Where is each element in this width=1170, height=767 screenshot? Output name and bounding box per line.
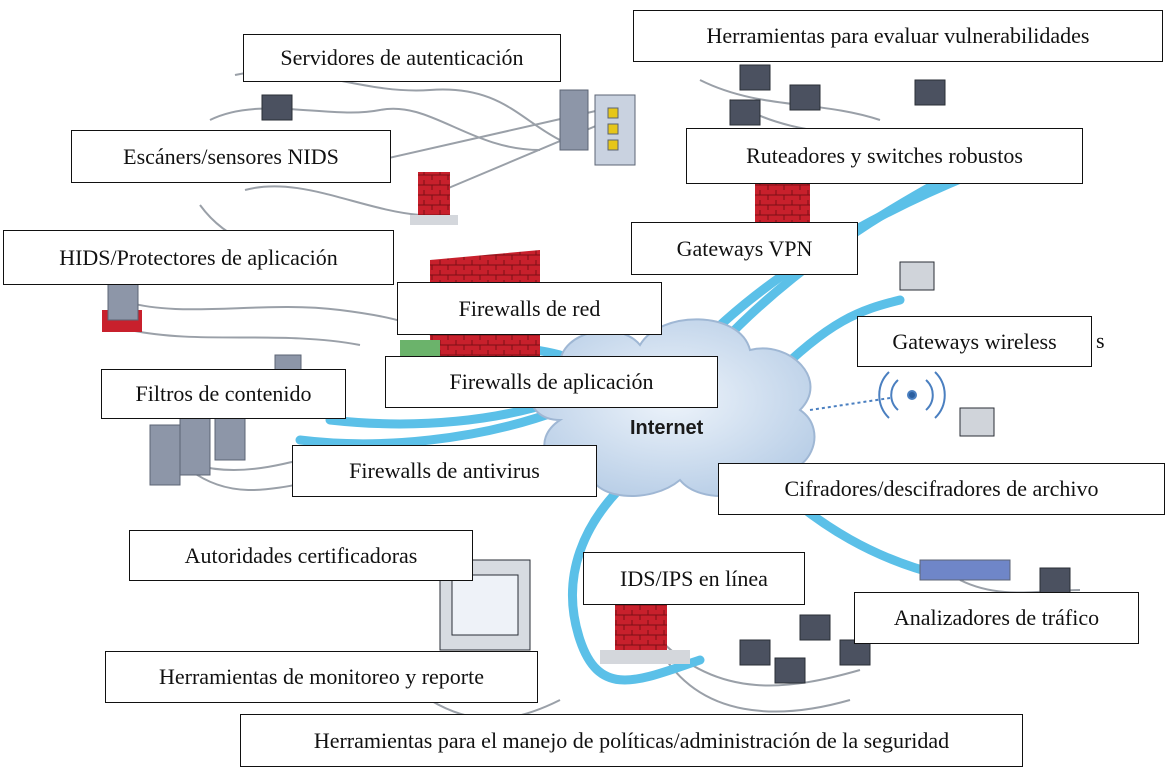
- label-cifradores-descifradores: Cifradores/descifradores de archivo: [718, 463, 1165, 515]
- label-gateways-wireless-trailing-s: s: [1096, 328, 1105, 353]
- label-filtros-contenido: Filtros de contenido: [101, 369, 346, 419]
- label-servidores-autenticacion: Servidores de autenticación: [243, 34, 561, 82]
- label-politicas-administracion: Herramientas para el manejo de políticas…: [240, 714, 1023, 767]
- label-firewalls-antivirus: Firewalls de antivirus: [292, 445, 597, 497]
- label-ruteadores-switches: Ruteadores y switches robustos: [686, 128, 1083, 184]
- cloud-label: Internet: [630, 417, 704, 439]
- label-firewalls-red: Firewalls de red: [397, 282, 662, 335]
- label-gateways-wireless: Gateways wireless: [857, 316, 1092, 367]
- label-monitoreo-reporte: Herramientas de monitoreo y reporte: [105, 651, 538, 703]
- label-escaneres-nids: Escáners/sensores NIDS: [71, 130, 391, 183]
- label-autoridades-certificadoras: Autoridades certificadoras: [129, 530, 473, 581]
- label-firewalls-aplicacion: Firewalls de aplicación: [385, 356, 718, 408]
- label-hids-protectores: HIDS/Protectores de aplicación: [3, 230, 394, 285]
- label-analizadores-trafico: Analizadores de tráfico: [854, 592, 1139, 644]
- wireless-signal-icon: [809, 371, 946, 419]
- label-gateways-vpn: Gateways VPN: [631, 222, 858, 275]
- label-ids-ips-linea: IDS/IPS en línea: [583, 552, 805, 605]
- label-herramientas-vulnerabilidades: Herramientas para evaluar vulnerabilidad…: [633, 10, 1163, 62]
